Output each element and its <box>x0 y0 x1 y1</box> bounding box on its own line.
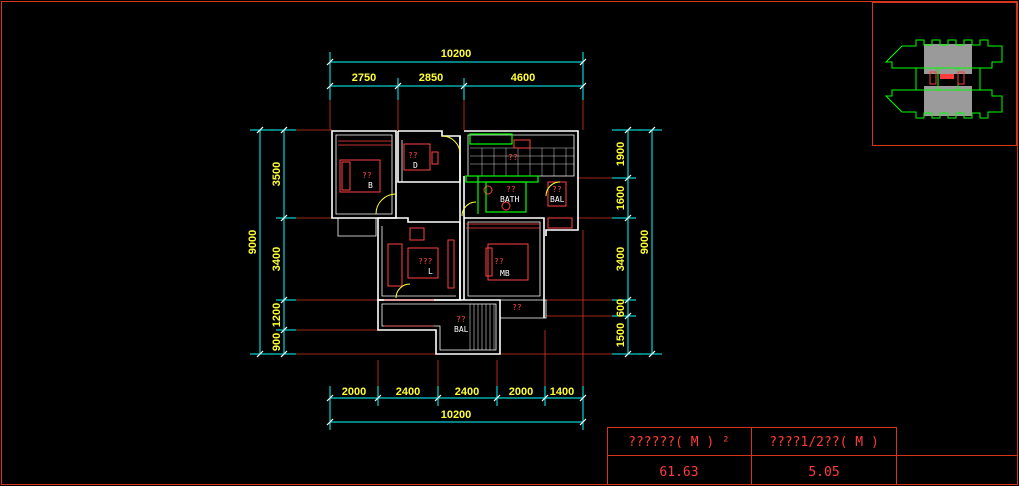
balcony-hatching <box>469 304 495 350</box>
dimension-texts: 10200 2750 2850 4600 2000 2400 2400 2000… <box>247 48 651 421</box>
dim-bottom-seg-5: 1400 <box>550 386 574 398</box>
dim-right-seg-3: 3400 <box>615 247 627 271</box>
dim-right-total: 9000 <box>639 230 651 254</box>
dim-left-total: 9000 <box>247 230 259 254</box>
dim-bottom-seg-4: 2000 <box>509 386 533 398</box>
kitchen-tiles <box>470 147 574 176</box>
dim-left-seg-4: 900 <box>271 333 283 351</box>
dining-label: D <box>413 161 418 170</box>
dim-top-seg-1: 2750 <box>352 72 376 84</box>
doors <box>375 135 561 299</box>
master-label: MB <box>500 269 510 278</box>
table-header-ratio: ????1/2??( M ) <box>769 435 879 450</box>
dim-right-seg-5: 1500 <box>615 323 627 347</box>
dim-top-seg-2: 2850 <box>419 72 443 84</box>
dim-top-total: 10200 <box>441 48 472 60</box>
dim-right-seg-1: 1900 <box>615 142 627 166</box>
bath-label: BATH <box>500 195 519 204</box>
bedroom-q-label: ?? <box>362 171 372 180</box>
kitchen-q-label: ?? <box>508 153 518 162</box>
walls <box>331 130 579 355</box>
balcony-label: BAL <box>454 325 469 334</box>
dim-left-seg-2: 3400 <box>271 247 283 271</box>
table-value-area: 61.63 <box>659 465 698 480</box>
dimension-ticks <box>256 58 656 426</box>
dim-bottom-seg-3: 2400 <box>455 386 479 398</box>
hatch-patterns <box>338 140 540 327</box>
dim-left-seg-1: 3500 <box>271 162 283 186</box>
area-table: ??????( M ) ² ????1/2??( M ) 61.63 5.05 <box>607 427 1017 485</box>
dim-bottom-seg-2: 2400 <box>396 386 420 398</box>
bedroom-label: B <box>368 181 373 190</box>
table-value-ratio: 5.05 <box>808 465 839 480</box>
master-q-label: ?? <box>494 257 504 266</box>
corridor-q-label: ?? <box>512 303 522 312</box>
bal-small-q-label: ?? <box>552 185 562 194</box>
dim-right-seg-2: 1600 <box>615 186 627 210</box>
living-q-label: ??? <box>418 257 433 266</box>
dim-right-seg-4: 600 <box>615 299 627 317</box>
living-label: L <box>428 267 433 276</box>
dim-left-seg-3: 1200 <box>271 303 283 327</box>
dimension-lines <box>250 52 662 430</box>
grid-lines <box>296 100 612 386</box>
dim-top-seg-3: 4600 <box>511 72 535 84</box>
dining-q-label: ?? <box>408 151 418 160</box>
dim-bottom-seg-1: 2000 <box>342 386 366 398</box>
table-header-area: ??????( M ) ² <box>628 435 730 450</box>
balcony-q-label: ?? <box>456 315 466 324</box>
dim-bottom-total: 10200 <box>441 409 472 421</box>
bath-q-label: ?? <box>506 185 516 194</box>
key-plan-thumbnail <box>884 39 1003 119</box>
green-fixtures <box>465 133 539 214</box>
bal-small-label: BAL <box>550 195 565 204</box>
furniture <box>339 139 573 289</box>
